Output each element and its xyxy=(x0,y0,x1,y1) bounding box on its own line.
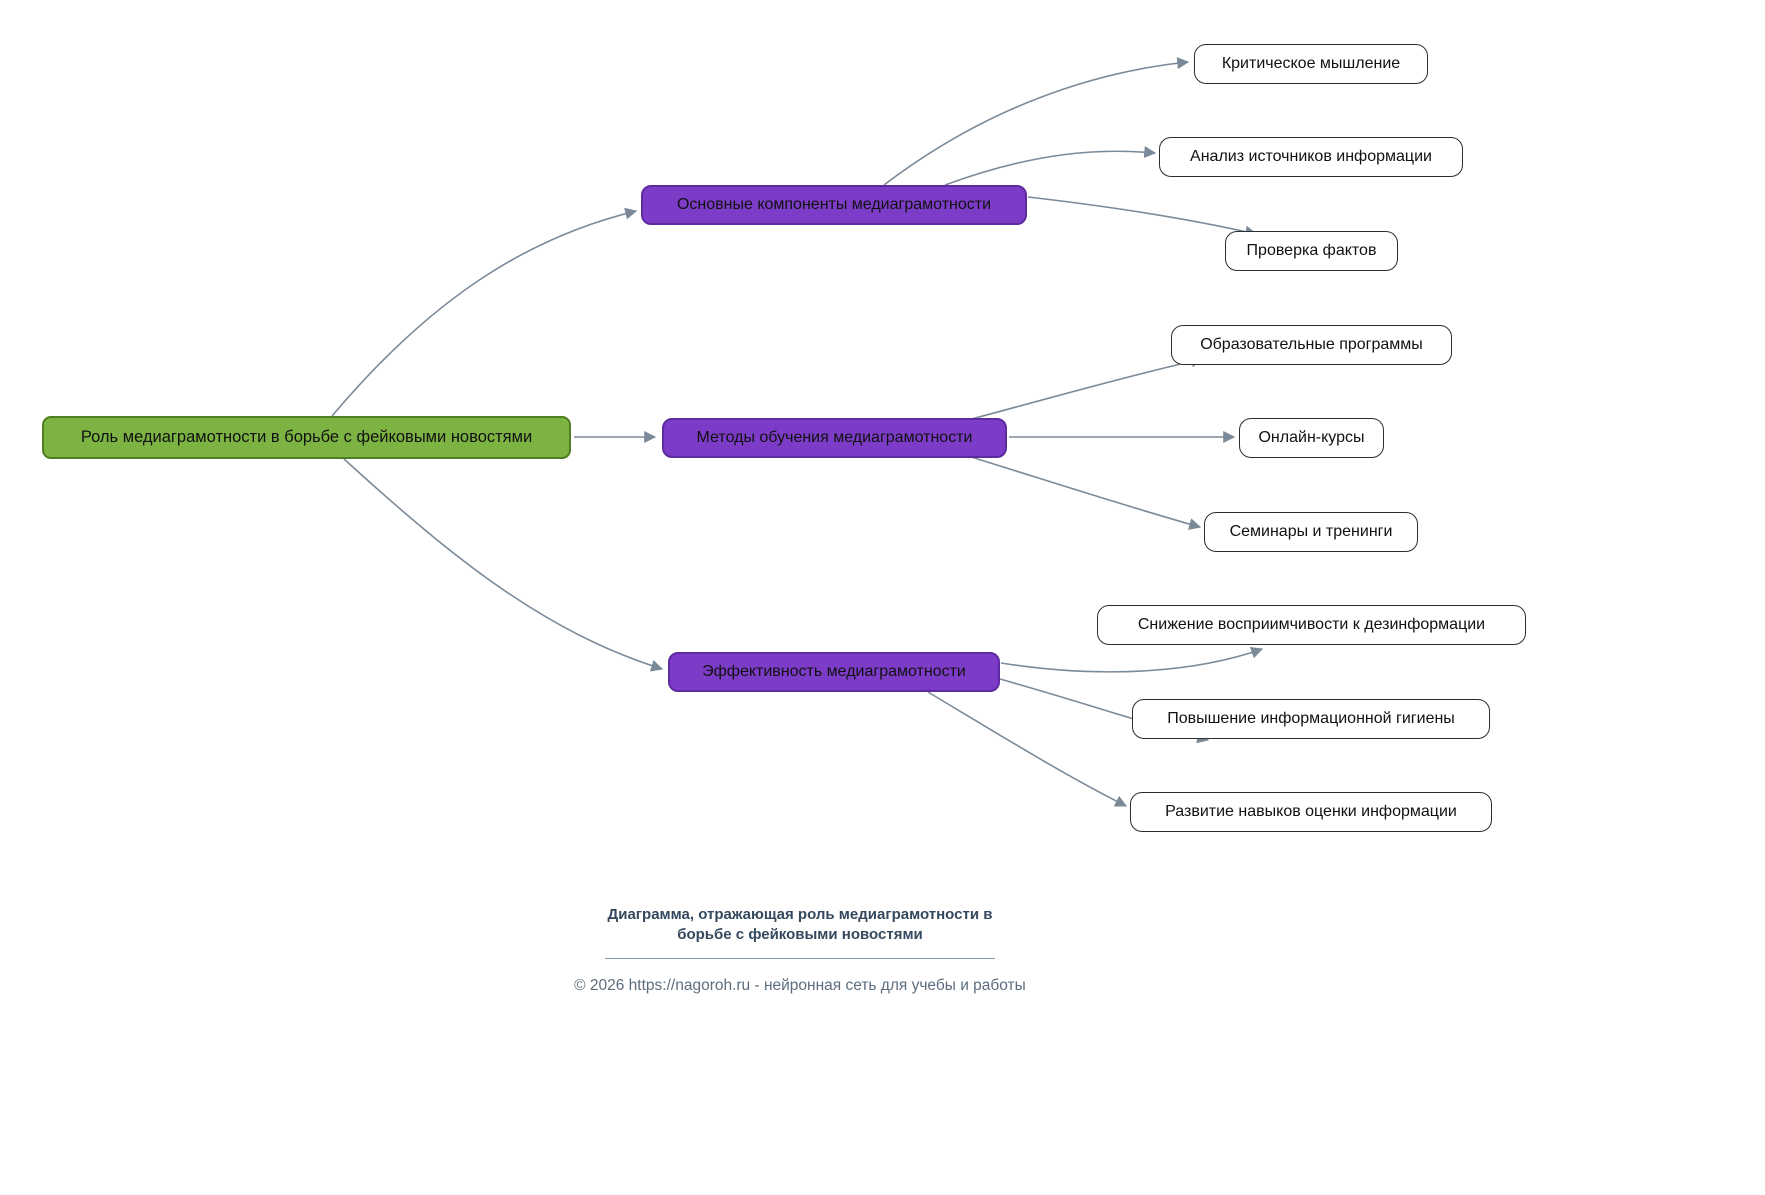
caption-title-line2: борьбе с фейковыми новостями xyxy=(677,925,923,943)
edge-root-to-branch3 xyxy=(343,458,664,672)
edge-branch1-to-leaf1 xyxy=(883,57,1190,186)
leaf-node-critical-thinking: Критическое мышление xyxy=(1194,44,1428,84)
edge-branch2-to-leaf3 xyxy=(967,455,1202,530)
caption-title-line1: Диаграмма, отражающая роль медиаграмотно… xyxy=(607,906,993,923)
caption-copyright: © 2026 https://nagoroh.ru - нейронная се… xyxy=(574,977,1026,994)
branch-node-effectiveness: Эффективность медиаграмотности xyxy=(668,652,1000,692)
edge-branch1-to-leaf2 xyxy=(944,146,1157,186)
leaf-node-evaluation-skills: Развитие навыков оценки информации xyxy=(1130,792,1492,832)
leaf-node-fact-checking: Проверка фактов xyxy=(1225,231,1398,271)
leaf-node-information-hygiene: Повышение информационной гигиены xyxy=(1132,699,1490,739)
root-node: Роль медиаграмотности в борьбе с фейковы… xyxy=(42,416,571,459)
edge-branch3-to-leaf1 xyxy=(1000,646,1264,673)
branch-node-methods: Методы обучения медиаграмотности xyxy=(662,418,1007,458)
caption-block: Диаграмма, отражающая роль медиаграмотно… xyxy=(400,905,1200,995)
edge-root-to-branch1 xyxy=(331,207,638,417)
caption-divider xyxy=(605,958,995,959)
leaf-node-online-courses: Онлайн-курсы xyxy=(1239,418,1384,458)
edge-branch3-to-leaf3 xyxy=(927,691,1128,807)
leaf-node-educational-programs: Образовательные программы xyxy=(1171,325,1452,365)
leaf-node-source-analysis: Анализ источников информации xyxy=(1159,137,1463,177)
caption-title: Диаграмма, отражающая роль медиаграмотно… xyxy=(400,905,1200,944)
branch-node-components: Основные компоненты медиаграмотности xyxy=(641,185,1027,225)
edge-branch2-to-leaf1 xyxy=(967,355,1204,421)
edge-branch1-to-leaf3 xyxy=(1027,196,1258,238)
leaf-node-seminars-trainings: Семинары и тренинги xyxy=(1204,512,1418,552)
leaf-node-reduced-susceptibility: Снижение восприимчивости к дезинформации xyxy=(1097,605,1526,645)
